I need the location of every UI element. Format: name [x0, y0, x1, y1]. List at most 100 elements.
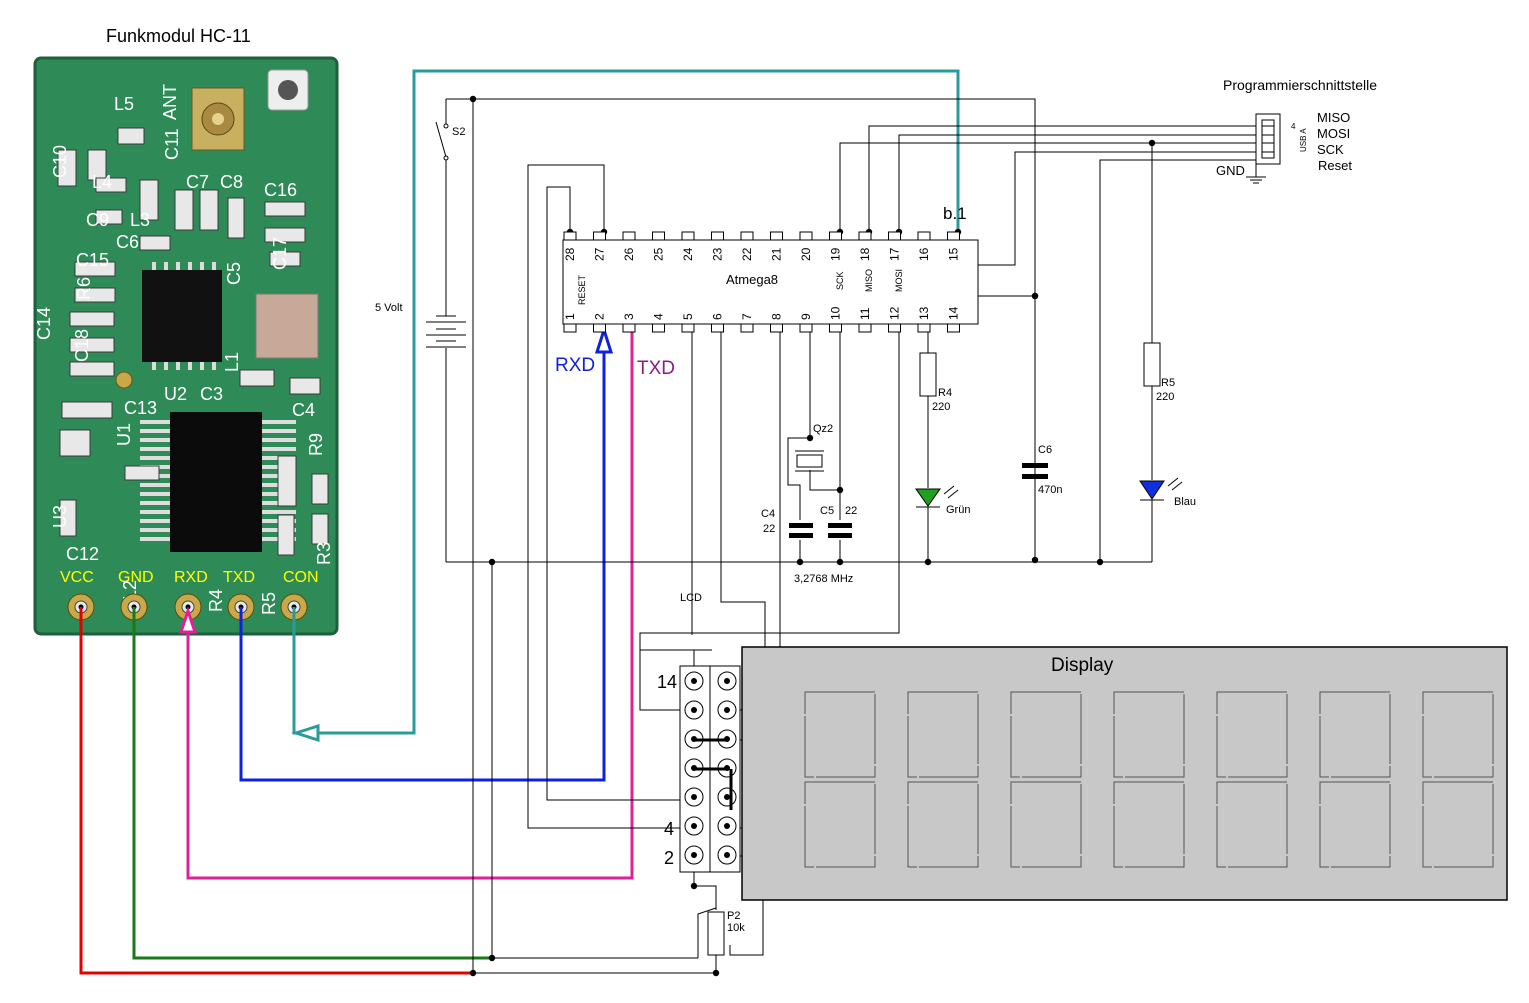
- silkscreen-label: C7: [186, 172, 209, 192]
- header-pin-center: [691, 794, 697, 800]
- ic-top-pin-stub: [740, 231, 754, 241]
- smd-part: [124, 465, 160, 481]
- ic-bottom-pin-number: 14: [947, 306, 961, 320]
- display-body: [741, 646, 1508, 901]
- ic-top-pin-number: 24: [681, 247, 695, 261]
- ic-top-pin-number: 17: [888, 247, 902, 261]
- ic-bottom-pin-number: 3: [622, 313, 636, 320]
- digit-cell-top: [907, 691, 979, 778]
- junction-dot: [806, 434, 814, 442]
- silkscreen-label: C10: [50, 145, 70, 178]
- smd-part: [69, 311, 115, 327]
- header-pin-center: [691, 852, 697, 858]
- via: [115, 371, 133, 389]
- junction-dot: [1031, 292, 1039, 300]
- smd-part: [57, 149, 77, 187]
- silkscreen-label: C5: [224, 262, 244, 285]
- ic-bottom-pin-stub: [652, 323, 665, 333]
- junction-dot: [469, 95, 477, 103]
- header-pin-center: [724, 707, 730, 713]
- c5-label: C5: [820, 505, 834, 517]
- smd-part: [139, 179, 159, 221]
- prog-signal-reset: Reset: [1318, 158, 1352, 173]
- ic-top-pin-stub: [622, 231, 636, 241]
- module-pin-label: RXD: [174, 569, 208, 586]
- r4-value: 220: [932, 401, 950, 413]
- header-pin-2: 2: [664, 848, 674, 868]
- digit-cell-top: [1422, 691, 1494, 778]
- rxd-label: RXD: [555, 355, 595, 376]
- smd-components: [57, 127, 329, 556]
- smd-part: [199, 189, 219, 231]
- silkscreen-label: L3: [130, 210, 150, 230]
- ic-top-pin-stub: [888, 231, 901, 241]
- silkscreen-label: C15: [76, 250, 109, 270]
- lcd-label: LCD: [680, 592, 702, 604]
- smd-part: [59, 499, 77, 537]
- chip-pin: [262, 429, 296, 433]
- ic-bottom-pin-number: 13: [917, 306, 931, 320]
- green-led: [915, 488, 941, 507]
- switch-label: S2: [452, 126, 465, 138]
- ic-top-pin-stub: [858, 231, 872, 241]
- silkscreen-label: C16: [264, 180, 297, 200]
- chip-pin: [212, 362, 216, 370]
- module-title: Funkmodul HC-11: [106, 26, 251, 46]
- prog-signal-mosi: MOSI: [1317, 126, 1350, 141]
- header-pin-center: [691, 823, 697, 829]
- module-wires: [79, 69, 960, 975]
- junction-dot: [836, 486, 844, 494]
- display-title: Display: [1051, 655, 1114, 676]
- c5-value: 22: [845, 505, 857, 517]
- chip-pin: [188, 262, 192, 270]
- junction-dot: [796, 558, 804, 566]
- ic-bottom-pin-stub: [888, 323, 901, 333]
- digit-cell-bottom: [1216, 781, 1288, 868]
- smd-part: [69, 361, 115, 377]
- header-pin-14: 14: [657, 672, 677, 692]
- power-section: S2 5 Volt: [375, 123, 466, 348]
- chip-pin: [200, 362, 204, 370]
- header-pin-center: [724, 678, 730, 684]
- smd-part: [74, 287, 116, 303]
- chip-pin: [140, 492, 170, 496]
- header-pin-4: 4: [664, 819, 674, 839]
- silkscreen-label: R5: [259, 592, 279, 615]
- smd-part: [311, 473, 329, 505]
- junction-dot: [1031, 556, 1039, 564]
- module-pin-label: CON: [283, 569, 319, 586]
- green-led-label: Grün: [946, 504, 970, 516]
- prog-gnd-label: GND: [1216, 163, 1245, 178]
- ic-bottom-pin-stub: [770, 323, 783, 333]
- ic-bottom-pin-stub: [947, 323, 960, 333]
- smd-part: [264, 201, 306, 217]
- ic-bottom-pin-stub: [593, 323, 606, 333]
- junction-dot: [469, 969, 477, 977]
- passives: R4 220 Grün R5 220 Blau C6 470n Qz2 3,27…: [707, 342, 1196, 956]
- silkscreen-label: R6: [74, 277, 94, 300]
- ic-top-pin-number: 27: [593, 247, 607, 261]
- txd-label: TXD: [637, 358, 675, 379]
- chip-pin: [140, 528, 170, 532]
- silkscreen-label: L5: [114, 94, 134, 114]
- ic-top-pin-stub: [829, 231, 842, 241]
- vcc-wire: [79, 607, 473, 975]
- prog-title: Programmierschnittstelle: [1223, 77, 1377, 93]
- ic-top-pin-number: 16: [917, 247, 931, 261]
- mosi-label: MOSI: [894, 269, 904, 292]
- digit-cell-bottom: [1319, 781, 1391, 868]
- sck-label: SCK: [835, 271, 845, 290]
- blue-led-label: Blau: [1174, 496, 1196, 508]
- ic-top-pin-number: 21: [770, 247, 784, 261]
- chip-pin: [262, 510, 296, 514]
- junction-dot: [924, 558, 932, 566]
- blue-led: [1139, 480, 1165, 500]
- ic-top-pin-number: 15: [947, 247, 961, 261]
- chip-u1: [170, 412, 262, 552]
- silkscreen-label: C9: [86, 210, 109, 230]
- silkscreen-label: C4: [292, 400, 315, 420]
- r5-value: 220: [1156, 391, 1174, 403]
- txd-arrow: [594, 325, 614, 354]
